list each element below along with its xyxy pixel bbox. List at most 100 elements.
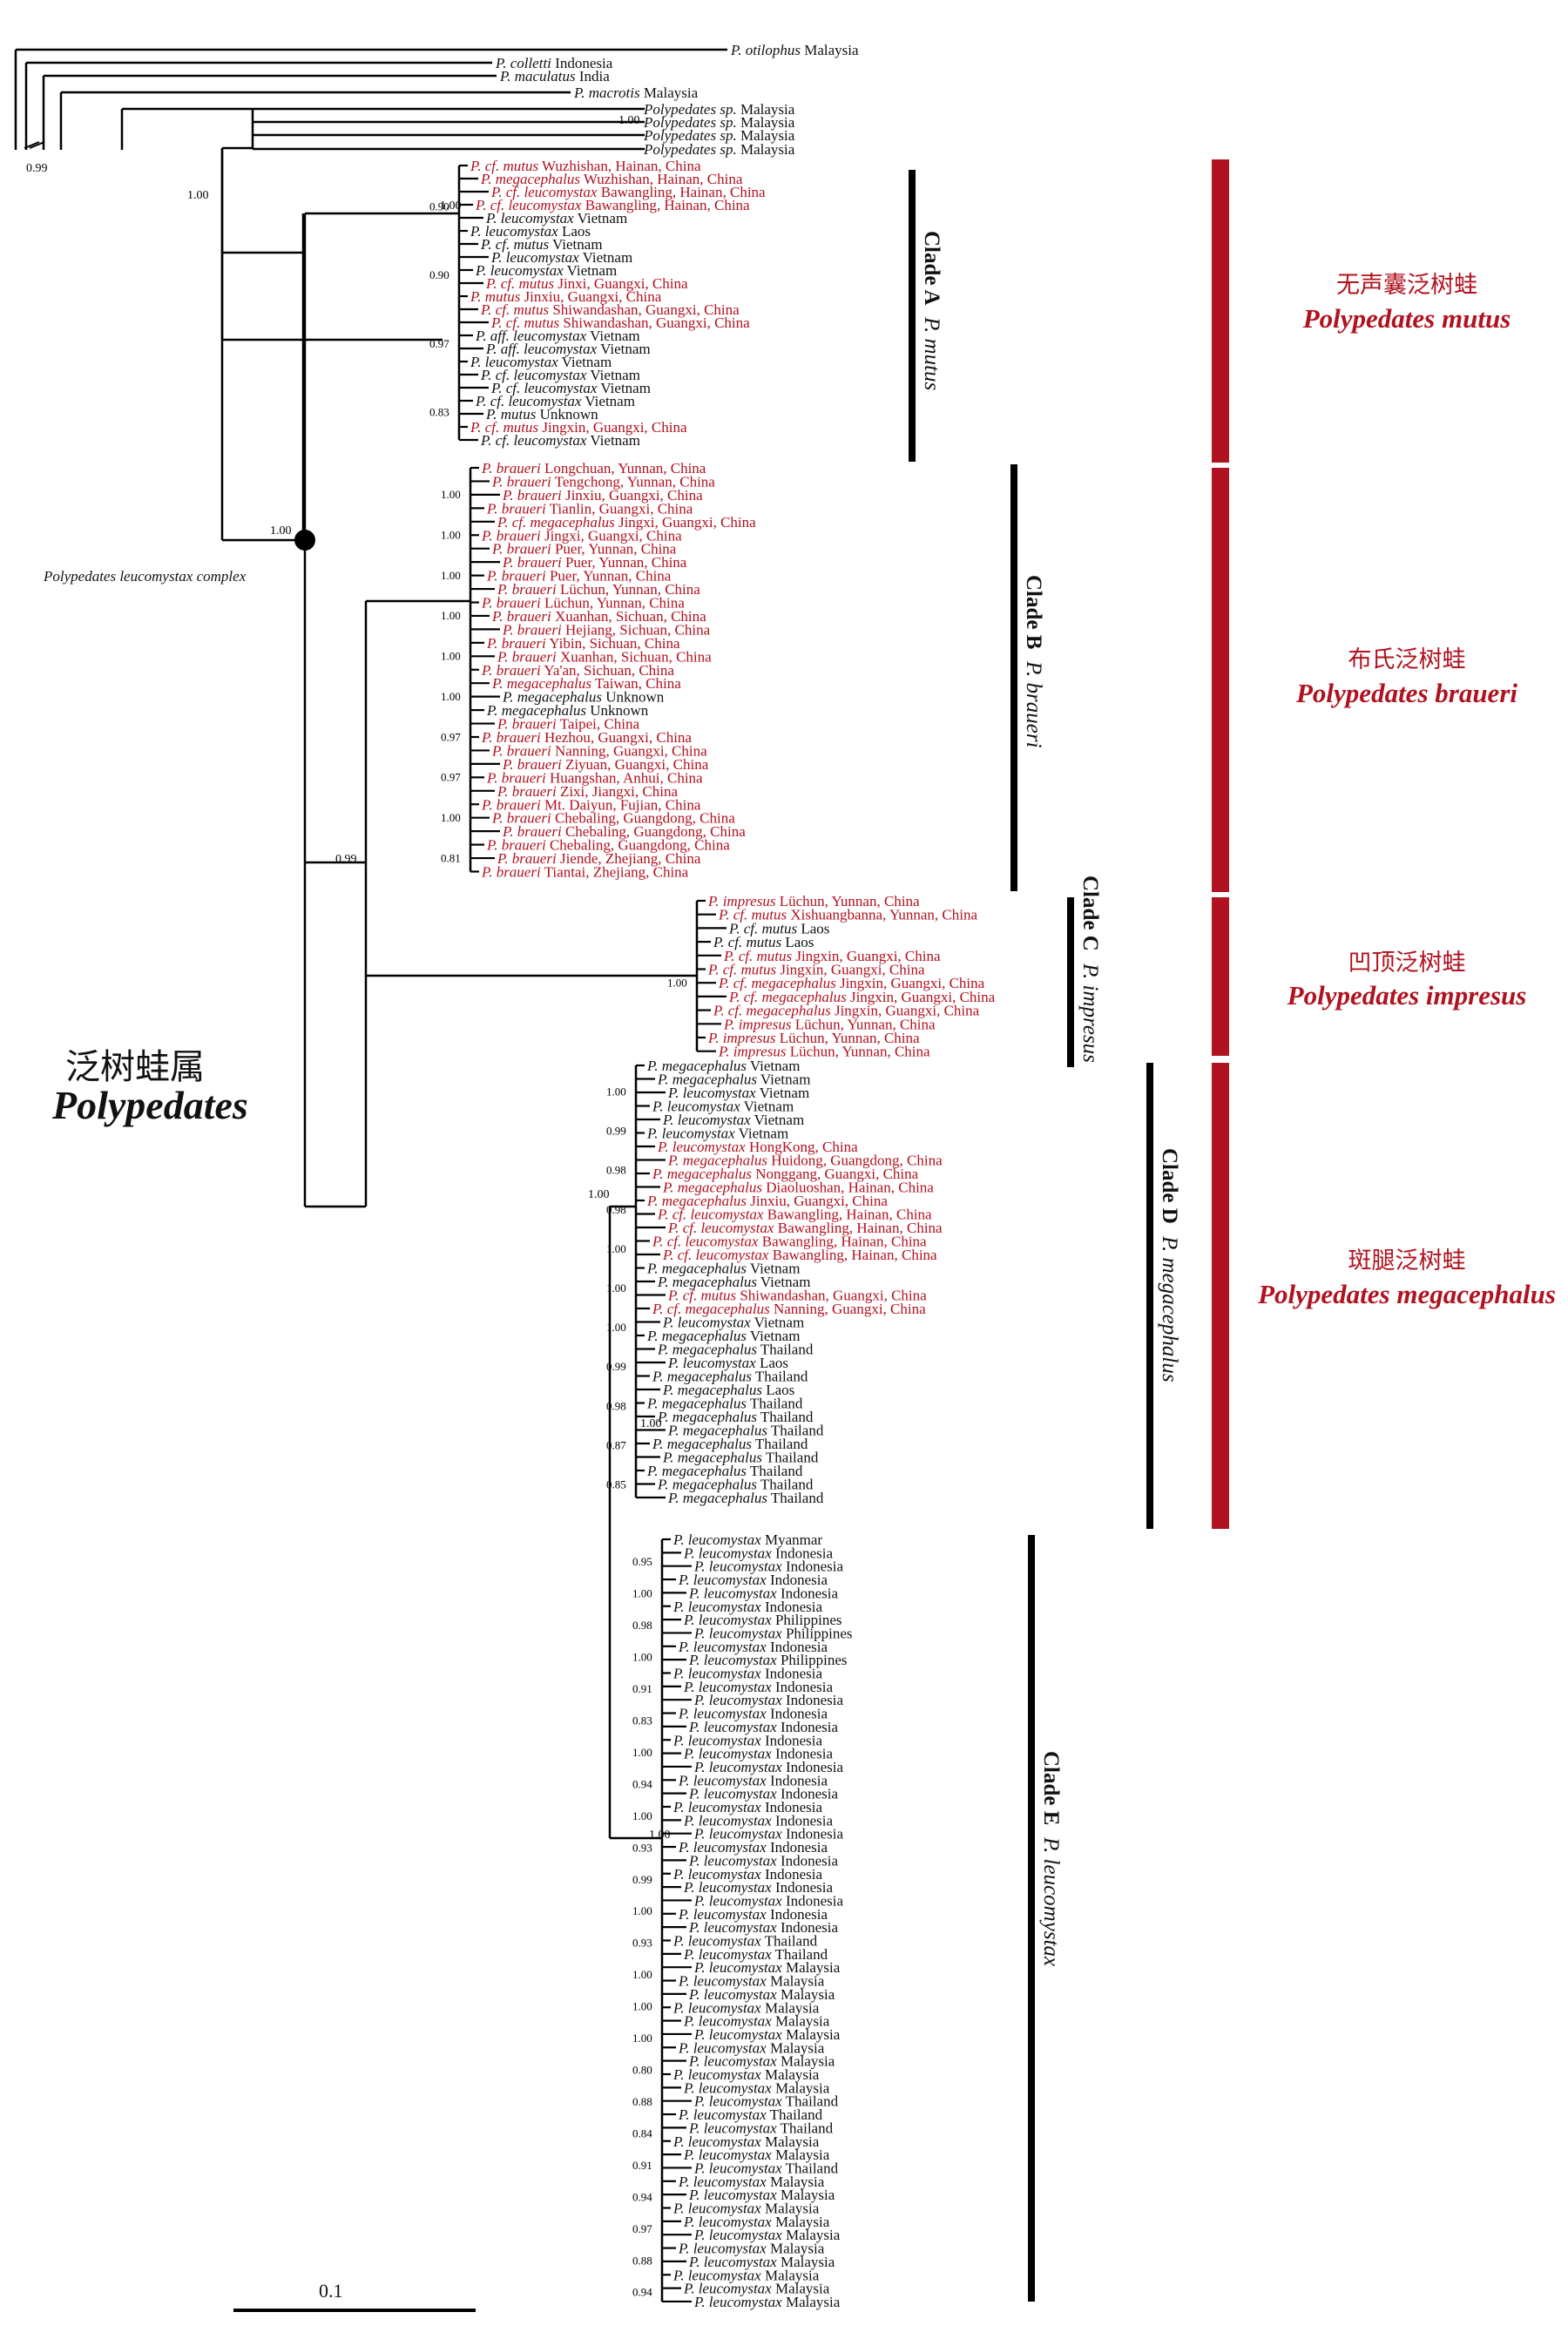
support-value: 0.94 (632, 2286, 652, 2299)
support-value: 1.00 (441, 811, 461, 824)
clade-b-tip-label: P. braueri Puer, Yunnan, China (486, 568, 672, 585)
clade-e-tip-label: P. leucomystax Malaysia (672, 1999, 820, 2016)
clade-e-bar (1028, 1535, 1035, 2302)
outgroup-tip-label: P. macrotis Malaysia (573, 85, 699, 101)
clade-b-tip-label: P. braueri Puer, Yunnan, China (502, 554, 687, 571)
support-value: 0.91 (632, 2159, 652, 2172)
clade-e-tip-label: P. leucomystax Thailand (688, 2120, 834, 2136)
support-value: 1.00 (588, 1188, 610, 1201)
support-value: 0.97 (441, 771, 461, 784)
clade-e-tip-label: P. leucomystax Malaysia (683, 2214, 830, 2230)
clade-a-species: P. mutus (920, 317, 943, 391)
clade-e-tip-label: P. leucomystax Philippines (683, 1612, 841, 1628)
clade-a-tip-label: P. cf. mutus Shiwandashan, Guangxi, Chin… (480, 301, 740, 318)
support-value: 1.00 (632, 1746, 652, 1759)
species-bar-impresus (1212, 897, 1229, 1056)
clade-a-label: Clade AP. mutus (919, 231, 943, 391)
clade-e-tip-label: P. leucomystax Malaysia (688, 2254, 835, 2270)
support-value: 1.00 (632, 1904, 652, 1917)
support-value: 0.85 (606, 1477, 626, 1491)
clade-c-tip-label: P. cf. mutus Jingxin, Guangxi, China (707, 962, 925, 978)
clade-d-tip-label: P. megacephalus Thailand (662, 1450, 819, 1466)
clade-a-tip-label: P. cf. leucomystax Vietnam (490, 380, 651, 396)
support-value: 0.90 (429, 199, 449, 213)
species-name-impresus-latin: Polypedates impresus (1287, 980, 1527, 1011)
clade-c-species: P. impresus (1078, 963, 1102, 1063)
support-value: 0.95 (632, 1555, 652, 1568)
support-value: 0.98 (632, 1619, 652, 1632)
support-value: 0.99 (26, 162, 48, 175)
clade-a-tip-label: P. cf. mutus Shiwandashan, Guangxi, Chin… (490, 314, 750, 331)
support-value: 1.00 (632, 1587, 652, 1600)
outgroup-tip-label: Polypedates sp. Malaysia (643, 127, 795, 144)
outgroup-tip-label: Polypedates sp. Malaysia (643, 114, 795, 131)
clade-c-tip-label: P. cf. megacephalus Jingxin, Guangxi, Ch… (728, 989, 996, 1005)
clade-b-tip-label: P. braueri Lüchun, Yunnan, China (481, 595, 685, 612)
clade-d-tip-label: P. megacephalus Vietnam (646, 1328, 800, 1344)
support-value: 0.93 (632, 1937, 652, 1950)
genus-title-latin: Polypedates (52, 1083, 248, 1127)
clade-b-tip-label: P. braueri Mt. Daiyun, Fujian, China (481, 796, 701, 813)
clade-b-tip-label: P. braueri Ya'an, Sichuan, China (481, 662, 674, 679)
clade-a-tip-label: P. cf. leucomystax Bawangling, Hainan, C… (490, 184, 766, 200)
support-value: 0.90 (429, 268, 449, 281)
support-value: 0.91 (632, 1682, 652, 1695)
clade-b-tip-label: P. braueri Nanning, Guangxi, China (491, 742, 707, 759)
clade-d-tip-label: P. leucomystax Vietnam (646, 1126, 788, 1142)
clade-d-tip-label: P. megacephalus Thailand (646, 1396, 803, 1412)
clade-e-tip-label: P. leucomystax Malaysia (683, 2281, 830, 2297)
support-value: 1.00 (632, 2000, 652, 2013)
support-value: 0.83 (429, 406, 449, 419)
clade-a-tip-label: P. cf. leucomystax Vietnam (480, 432, 640, 449)
outgroup-tip-label: Polypedates sp. Malaysia (643, 101, 795, 118)
clade-b-tip-label: P. braueri Longchuan, Yunnan, China (481, 460, 706, 477)
clade-d-tip-label: P. leucomystax Vietnam (662, 1315, 804, 1331)
clade-e-tip-label: P. leucomystax Malaysia (688, 1986, 835, 2003)
support-value: 0.87 (606, 1438, 626, 1451)
species-name-braueri-chinese: 布氏泛树蛙 (1348, 646, 1466, 673)
clade-e-tip-label: P. leucomystax Indonesia (693, 1759, 844, 1775)
clade-a-tip-label: P. leucomystax Vietnam (470, 354, 612, 370)
clade-e-tip-label: P. leucomystax Malaysia (683, 2079, 830, 2096)
clade-d-tip-label: P. megacephalus Vietnam (646, 1058, 800, 1074)
species-name-impresus-chinese: 凹顶泛树蛙 (1348, 950, 1466, 977)
complex-node-marker (294, 530, 315, 551)
clade-d-tip-label: P. cf. leucomystax Bawangling, Hainan, C… (657, 1207, 932, 1223)
scale-bar (233, 2309, 476, 2312)
clade-b-tip-label: P. braueri Ziyuan, Guangxi, China (502, 756, 709, 773)
clade-e-tip-label: P. leucomystax Malaysia (678, 1973, 825, 1990)
clade-e-tip-label: P. leucomystax Thailand (693, 2160, 839, 2176)
clade-e-tip-label: P. leucomystax Indonesia (672, 1732, 823, 1748)
clade-a-tip-label: P. cf. leucomystax Bawangling, Hainan, C… (475, 197, 750, 213)
clade-a-tip-label: P. leucomystax Laos (470, 223, 591, 240)
clade-d-tip-label: P. megacephalus Laos (662, 1382, 794, 1398)
clade-b-species: P. braueri (1022, 661, 1045, 748)
support-value: 1.00 (632, 1809, 652, 1822)
support-value: 0.84 (632, 2126, 652, 2140)
clade-e-tip-label: P. leucomystax Malaysia (693, 2227, 841, 2243)
scale-label: 0.1 (319, 2280, 343, 2302)
clade-d-tip-label: P. megacephalus Vietnam (657, 1072, 810, 1088)
clade-c-tip-label: P. cf. megacephalus Jingxin, Guangxi, Ch… (713, 1003, 980, 1019)
clade-e-tip-label: P. leucomystax Indonesia (672, 1666, 823, 1682)
clade-e-tip-label: P. leucomystax Indonesia (688, 1919, 839, 1936)
clade-e-tip-label: P. leucomystax Indonesia (683, 1545, 834, 1561)
clade-a-tip-label: P. cf. mutus Vietnam (480, 236, 603, 253)
clade-e-tip-label: P. leucomystax Indonesia (683, 1679, 834, 1695)
clade-d-tip-label: P. megacephalus Thailand (652, 1436, 808, 1452)
clade-c-tip-label: P. cf. mutus Xishuangbanna, Yunnan, Chin… (718, 907, 977, 923)
support-value: 0.94 (632, 1777, 652, 1790)
support-value: 0.99 (606, 1125, 626, 1138)
support-value: 1.00 (606, 1085, 626, 1099)
clade-d-tip-label: P. leucomystax Laos (667, 1355, 788, 1371)
clade-e-tip-label: P. leucomystax Indonesia (688, 1786, 839, 1802)
clade-b-tip-label: P. braueri Chebaling, Guangdong, China (486, 837, 730, 854)
clade-e-tip-label: P. leucomystax Indonesia (693, 1692, 844, 1708)
support-value: 1.00 (649, 1829, 671, 1842)
clade-d-tip-label: P. megacephalus Huidong, Guangdong, Chin… (667, 1153, 943, 1169)
clade-c-tip-label: P. cf. mutus Jingxin, Guangxi, China (723, 948, 941, 964)
clade-c-label: Clade CP. impresus (1078, 876, 1102, 1063)
support-value: 0.97 (441, 730, 461, 743)
clade-b-tip-label: P. braueri Tengchong, Yunnan, China (491, 473, 715, 490)
clade-e-tip-label: P. leucomystax Thailand (678, 2106, 823, 2123)
